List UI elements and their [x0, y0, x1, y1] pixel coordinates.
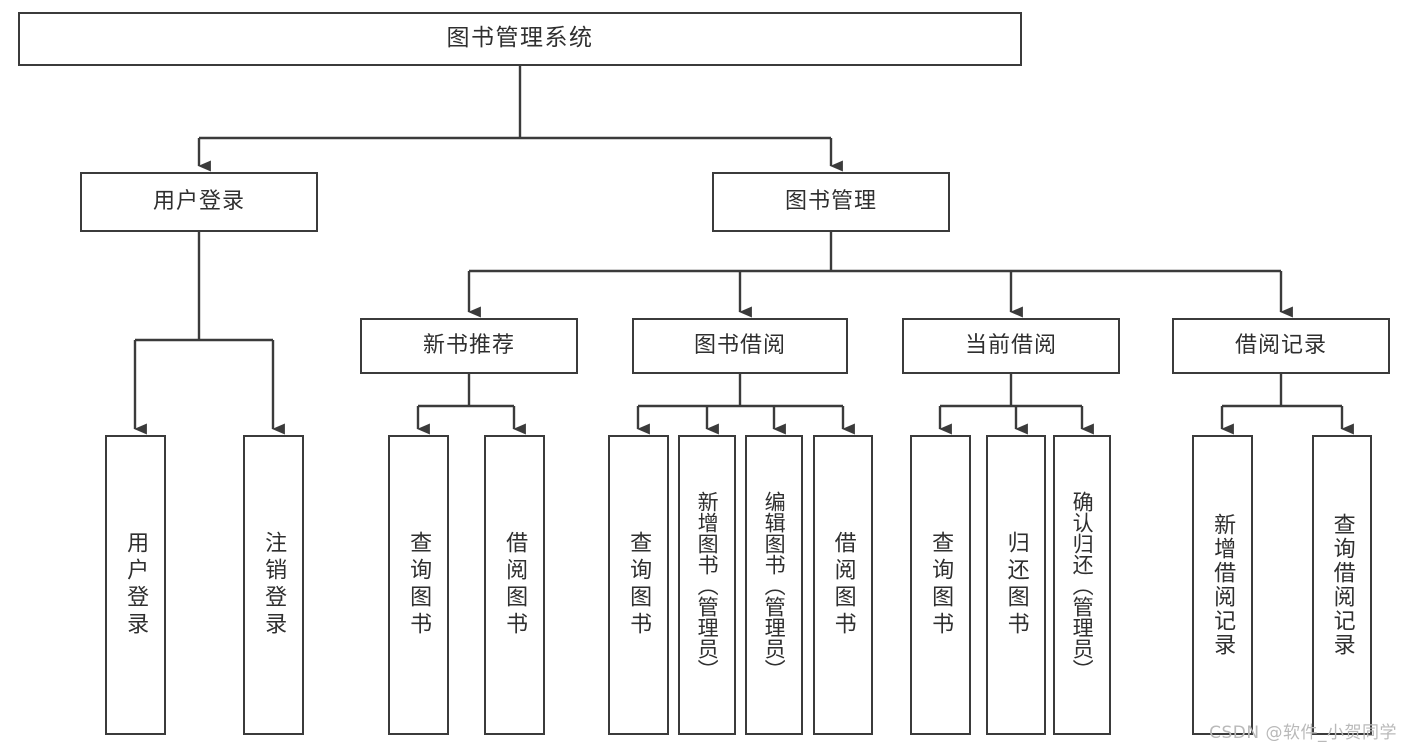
leaf-logout-login[interactable]: 注销登录	[243, 435, 304, 735]
node-current-borrow-label: 当前借阅	[964, 333, 1057, 359]
leaf-confirm-return-admin-label: 确认归还（管理员）	[1070, 490, 1095, 680]
leaf-user-login[interactable]: 用户登录	[105, 435, 166, 735]
node-root-label: 图书管理系统	[446, 25, 594, 52]
node-book-manage-label: 图书管理	[784, 189, 877, 215]
leaf-user-login-label: 用户登录	[123, 531, 149, 639]
leaf-add-book-admin-label: 新增图书（管理员）	[695, 490, 720, 680]
node-book-borrow-label: 图书借阅	[693, 333, 786, 359]
leaf-query-book-2[interactable]: 查询图书	[608, 435, 669, 735]
node-root[interactable]: 图书管理系统	[18, 12, 1022, 66]
leaf-edit-book-admin[interactable]: 编辑图书（管理员）	[745, 435, 803, 735]
leaf-edit-book-admin-label: 编辑图书（管理员）	[762, 490, 787, 680]
leaf-return-book[interactable]: 归还图书	[986, 435, 1046, 735]
leaf-borrow-book-1[interactable]: 借阅图书	[484, 435, 545, 735]
node-user-login[interactable]: 用户登录	[80, 172, 318, 232]
leaf-borrow-book-2[interactable]: 借阅图书	[813, 435, 873, 735]
leaf-query-borrow-record[interactable]: 查询借阅记录	[1312, 435, 1372, 735]
node-new-book-recommend-label: 新书推荐	[422, 333, 515, 359]
leaf-return-book-label: 归还图书	[1003, 531, 1029, 639]
leaf-query-book-2-label: 查询图书	[626, 531, 652, 639]
node-borrow-record-label: 借阅记录	[1234, 333, 1327, 359]
node-borrow-record[interactable]: 借阅记录	[1172, 318, 1390, 374]
csdn-watermark: CSDN @软件_小贺同学	[1209, 723, 1397, 743]
leaf-borrow-book-1-label: 借阅图书	[502, 531, 528, 639]
node-user-login-label: 用户登录	[152, 189, 245, 215]
leaf-query-book-3-label: 查询图书	[928, 531, 954, 639]
leaf-query-book-1[interactable]: 查询图书	[388, 435, 449, 735]
leaf-confirm-return-admin[interactable]: 确认归还（管理员）	[1053, 435, 1111, 735]
leaf-logout-login-label: 注销登录	[261, 531, 287, 639]
node-current-borrow[interactable]: 当前借阅	[902, 318, 1120, 374]
leaf-query-book-1-label: 查询图书	[406, 531, 432, 639]
leaf-query-borrow-record-label: 查询借阅记录	[1329, 513, 1355, 657]
leaf-query-book-3[interactable]: 查询图书	[910, 435, 971, 735]
node-book-manage[interactable]: 图书管理	[712, 172, 950, 232]
leaf-add-borrow-record[interactable]: 新增借阅记录	[1192, 435, 1253, 735]
leaf-borrow-book-2-label: 借阅图书	[830, 531, 856, 639]
node-book-borrow[interactable]: 图书借阅	[632, 318, 848, 374]
node-new-book-recommend[interactable]: 新书推荐	[360, 318, 578, 374]
leaf-add-borrow-record-label: 新增借阅记录	[1210, 513, 1236, 657]
leaf-add-book-admin[interactable]: 新增图书（管理员）	[678, 435, 736, 735]
